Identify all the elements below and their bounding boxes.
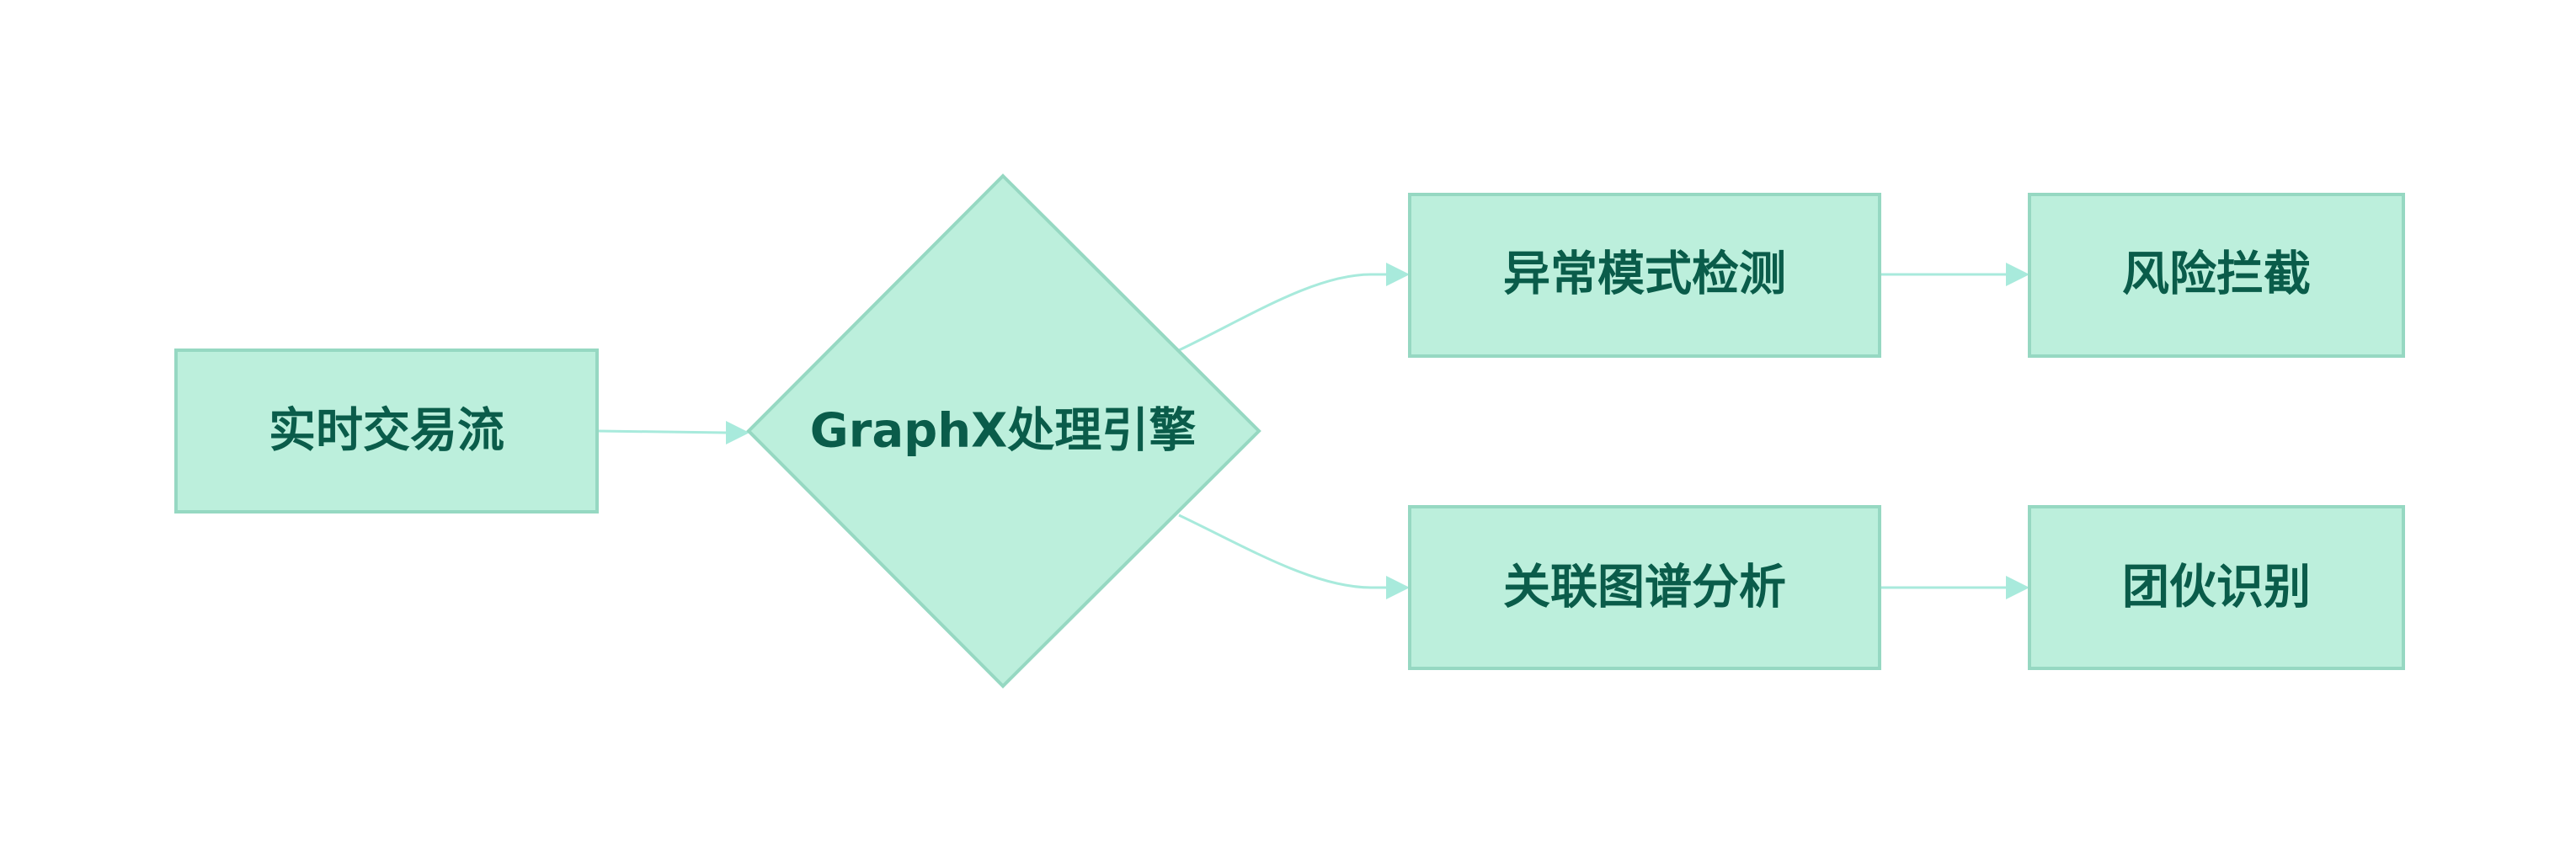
node-risk-block[interactable]: 风险拦截	[2028, 193, 2405, 358]
edge-stream-to-engine	[597, 421, 749, 444]
arrowhead-icon	[1386, 263, 1410, 286]
node-box	[2028, 505, 2405, 670]
edge-graph-to-gang	[1880, 576, 2029, 599]
arrowhead-icon	[1386, 576, 1410, 599]
node-label: 异常模式检测	[1503, 247, 1786, 302]
node-graphx-engine[interactable]: GraphX处理引擎	[746, 173, 1261, 689]
node-realtime-stream[interactable]: 实时交易流	[174, 349, 599, 513]
node-label: GraphX处理引擎	[810, 404, 1197, 459]
node-box	[2028, 193, 2405, 358]
node-graph-analysis[interactable]: 关联图谱分析	[1408, 505, 1881, 670]
node-diamond	[746, 173, 1261, 689]
edge-engine-to-anomaly	[1178, 263, 1410, 352]
edge-line	[1178, 273, 1388, 352]
arrowhead-icon	[2006, 263, 2029, 286]
arrowhead-icon	[2006, 576, 2029, 599]
arrowhead-icon	[726, 421, 749, 444]
node-box	[1408, 193, 1881, 358]
node-label: 关联图谱分析	[1503, 561, 1786, 615]
edge-anomaly-to-block	[1880, 263, 2029, 286]
node-label: 风险拦截	[2122, 247, 2311, 302]
node-gang-identification[interactable]: 团伙识别	[2028, 505, 2405, 670]
edge-engine-to-graph	[1178, 513, 1410, 599]
node-box	[174, 349, 599, 513]
node-box	[1408, 505, 1881, 670]
node-anomaly-detection[interactable]: 异常模式检测	[1408, 193, 1881, 358]
edge-line	[597, 429, 727, 434]
node-label: 团伙识别	[2122, 561, 2311, 615]
node-label: 实时交易流	[269, 404, 504, 459]
edge-line	[1178, 513, 1388, 589]
